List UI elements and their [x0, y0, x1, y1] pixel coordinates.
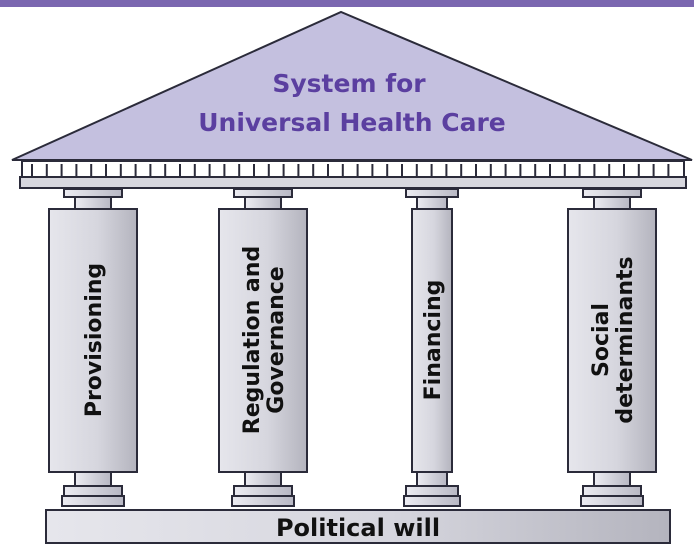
pillar-foot [231, 495, 295, 507]
pillar-plinth [582, 485, 642, 497]
pillar-neck-bottom [74, 471, 112, 487]
pillar-neck-bottom [244, 471, 282, 487]
pillar-3: Financing [403, 188, 461, 507]
pillar-shaft [567, 208, 657, 473]
roof-title-line1: System for [272, 69, 426, 98]
pillar-plinth [63, 485, 123, 497]
pillar-neck-top [416, 196, 448, 210]
pillar-1: Provisioning [48, 188, 138, 507]
pillar-plinth [405, 485, 459, 497]
base-label: Political will [276, 514, 440, 542]
pillar-neck-top [593, 196, 631, 210]
pillar-shaft [48, 208, 138, 473]
pillar-foot [403, 495, 461, 507]
frieze-dentils [31, 164, 670, 176]
pillar-capital-top [405, 188, 459, 198]
pillar-capital-top [233, 188, 293, 198]
pillar-foot [61, 495, 125, 507]
pillar-capital-top [63, 188, 123, 198]
pillar-label-line1: Regulation and [240, 246, 265, 434]
pillar-foot [580, 495, 644, 507]
pillar-neck-top [244, 196, 282, 210]
pillar-shaft [218, 208, 308, 473]
pillar-plinth [233, 485, 293, 497]
pillar-neck-bottom [593, 471, 631, 487]
base-platform [45, 509, 671, 544]
pillar-neck-bottom [416, 471, 448, 487]
pillar-label-line2: determinants [613, 256, 638, 423]
architrave [19, 176, 687, 189]
top-band [0, 0, 694, 7]
pillar-label-line2: Governance [264, 266, 289, 413]
pillar-label-line1: Provisioning [82, 263, 107, 417]
pillar-shaft [411, 208, 453, 473]
pillar-capital-top [582, 188, 642, 198]
roof-title-line2: Universal Health Care [198, 108, 506, 137]
pillar-neck-top [74, 196, 112, 210]
pillar-label-line1: Social [589, 303, 614, 377]
pillar-label-line1: Financing [421, 280, 446, 401]
